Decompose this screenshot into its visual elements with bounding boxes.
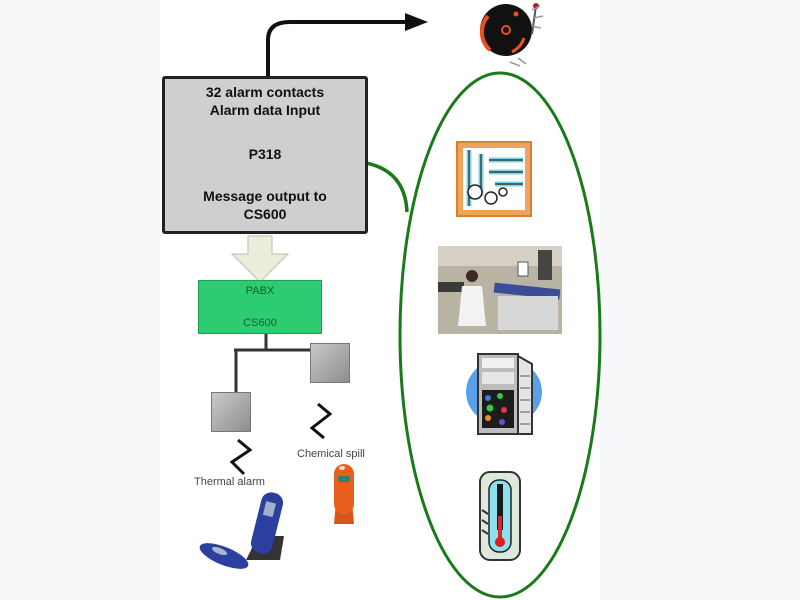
base-station-icon xyxy=(211,392,251,432)
radio-link-icon xyxy=(229,438,253,476)
controller-model: P318 xyxy=(248,146,282,162)
input-arrow xyxy=(359,160,409,213)
chemical-spill-label: Chemical spill xyxy=(297,448,365,460)
pabx-model: CS600 xyxy=(243,317,277,329)
refrigerator-icon xyxy=(466,353,542,435)
blue-handset-icon xyxy=(199,492,284,569)
alarm-bell-icon xyxy=(479,3,544,67)
controller-line5: CS600 xyxy=(243,206,287,222)
laboratory-photo xyxy=(438,246,562,334)
pabx-box: PABX CS600 xyxy=(198,280,322,334)
orange-handset-icon xyxy=(334,464,354,524)
controller-line2: Alarm data Input xyxy=(209,102,321,118)
thermal-alarm-label: Thermal alarm xyxy=(194,476,265,488)
controller-line1: 32 alarm contacts xyxy=(205,84,325,100)
base-station-icon xyxy=(310,343,350,383)
down-arrow xyxy=(230,235,290,283)
radio-link-icon xyxy=(309,402,333,440)
output-arrowhead xyxy=(405,13,428,31)
controller-line4: Message output to xyxy=(203,188,327,204)
p318-controller-box: 32 alarm contacts Alarm data Input P318 … xyxy=(162,76,368,234)
thermometer-icon xyxy=(479,471,521,561)
pabx-wiring xyxy=(234,334,310,392)
pabx-label: PABX xyxy=(245,285,275,297)
output-arrow xyxy=(266,20,410,76)
piping-system-icon xyxy=(456,141,532,217)
alarm-sources-ellipse xyxy=(398,71,602,599)
